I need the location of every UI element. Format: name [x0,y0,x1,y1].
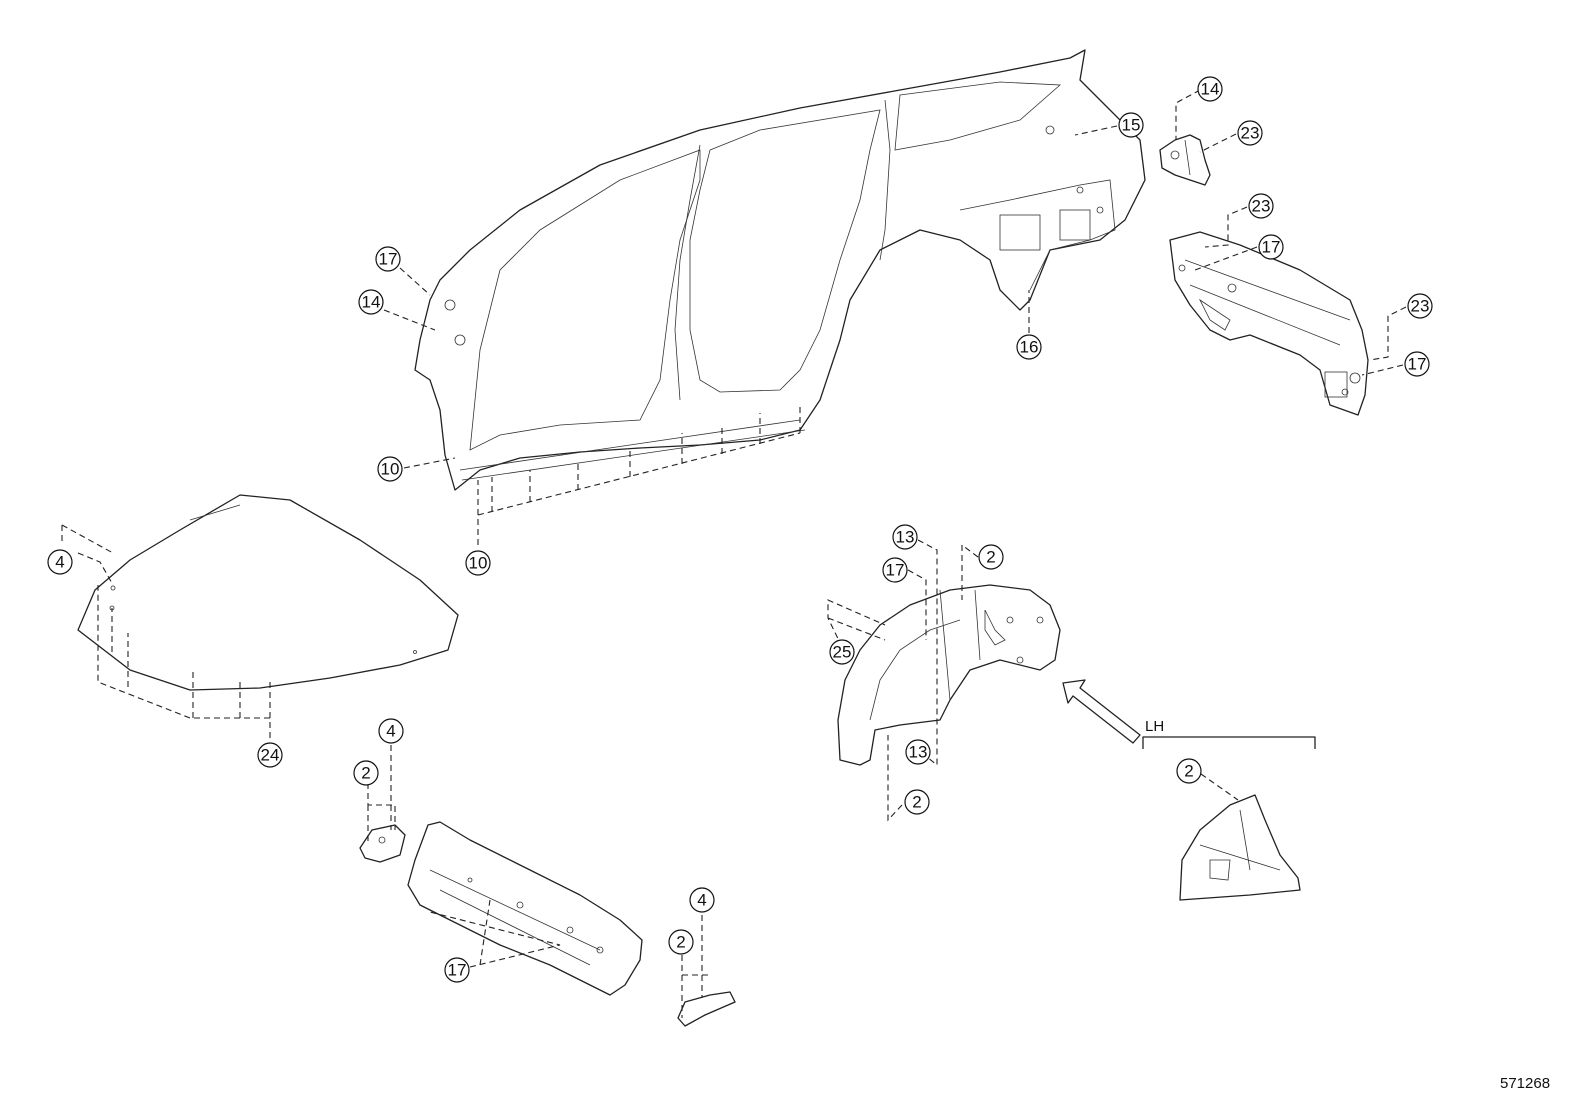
callout-17-cowl: 17 [444,957,470,983]
callout-25: 25 [829,639,855,665]
body-side-outer-panel [414,49,1146,491]
callout-2-lower: 2 [904,789,930,815]
svg-text:23: 23 [1241,124,1260,143]
svg-text:17: 17 [448,961,467,980]
callout-13-lower: 13 [905,739,931,765]
svg-text:23: 23 [1252,197,1271,216]
callout-2-cowl-left: 2 [353,760,379,786]
leader-lines [61,89,1407,1018]
callout-23-rear-lower: 23 [1407,293,1433,319]
svg-text:10: 10 [381,460,400,479]
lh-view-bracket: LH [1142,718,1316,749]
callout-13-upper: 13 [892,524,918,550]
callout-4-cowl-left: 4 [378,718,404,744]
lh-label: LH [1145,718,1164,735]
svg-text:23: 23 [1411,297,1430,316]
svg-text:13: 13 [909,743,928,762]
svg-text:2: 2 [1184,762,1193,781]
upper-bracket-part [1159,134,1211,186]
callout-17-left: 17 [375,246,401,272]
callout-14-left: 14 [358,289,384,315]
svg-text:2: 2 [676,933,685,952]
svg-text:15: 15 [1122,116,1141,135]
svg-text:24: 24 [261,746,280,765]
svg-text:25: 25 [833,643,852,662]
callout-23-top-right: 23 [1237,120,1263,146]
callout-16: 16 [1016,334,1042,360]
svg-text:17: 17 [379,250,398,269]
cowl-left-bracket [359,824,406,863]
svg-text:14: 14 [1201,80,1220,99]
callout-2-upper: 2 [978,544,1004,570]
svg-text:14: 14 [362,293,381,312]
callout-17-rear-lower: 17 [1404,351,1430,377]
svg-text:2: 2 [912,793,921,812]
cowl-panel [407,821,643,996]
callout-2-lh: 2 [1176,758,1202,784]
callout-4-hood: 4 [47,549,73,575]
svg-text:4: 4 [697,891,706,910]
svg-text:10: 10 [469,554,488,573]
callout-10-lower: 10 [465,550,491,576]
hood-panel [77,494,459,691]
svg-text:13: 13 [896,528,915,547]
callout-15: 15 [1118,112,1144,138]
callout-10-upper: 10 [377,456,403,482]
callout-17-middle: 17 [882,557,908,583]
svg-text:4: 4 [386,722,395,741]
callout-14-top-right: 14 [1197,76,1223,102]
figure-id: 571268 [1500,1075,1550,1092]
svg-text:4: 4 [55,553,64,572]
svg-text:17: 17 [1408,355,1427,374]
callout-23-rear-upper: 23 [1248,193,1274,219]
callout-2-cowl-right: 2 [668,929,694,955]
svg-text:2: 2 [986,548,995,567]
callout-24: 24 [257,742,283,768]
wheelhouse-panel [837,584,1061,766]
callout-4-cowl-right: 4 [689,887,715,913]
svg-text:17: 17 [886,561,905,580]
view-direction-arrow [1062,679,1141,744]
callout-17-rear-upper: 17 [1258,234,1284,260]
svg-text:16: 16 [1020,338,1039,357]
cowl-right-bracket [677,991,736,1027]
svg-text:17: 17 [1262,238,1281,257]
lh-panel [1179,794,1301,901]
svg-text:2: 2 [361,764,370,783]
rear-panel [1169,231,1369,416]
